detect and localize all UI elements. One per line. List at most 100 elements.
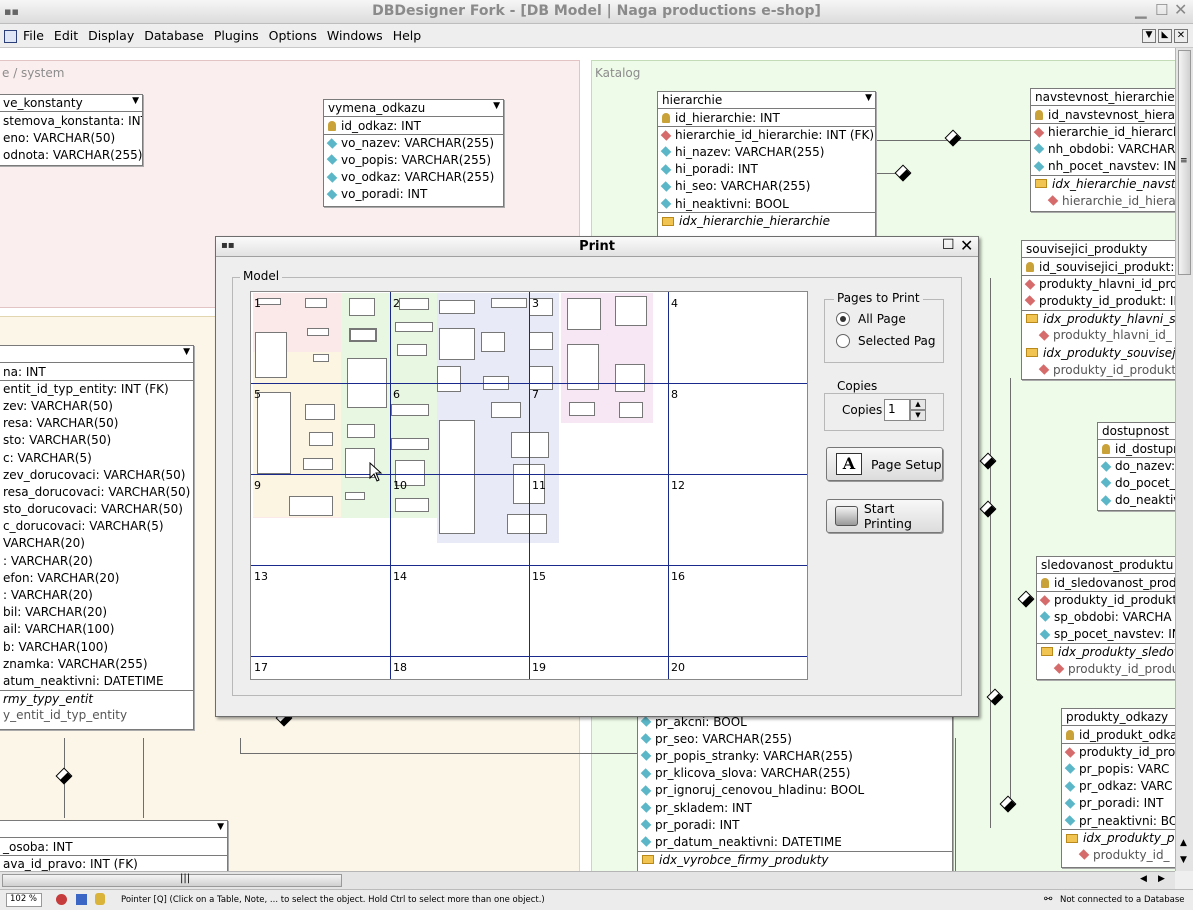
- scroll-left-icon[interactable]: ◀: [1140, 874, 1147, 884]
- close-icon[interactable]: ✕: [1174, 0, 1188, 19]
- dialog-menu-icon[interactable]: ▪▪: [221, 240, 235, 251]
- page-number[interactable]: 5: [254, 388, 261, 401]
- dialog-close-icon[interactable]: ✕: [960, 236, 974, 255]
- menu-windows[interactable]: Windows: [326, 28, 383, 43]
- table-produkty-odkazy[interactable]: produkty_odkazy id_produkt_odka produkty…: [1061, 708, 1175, 868]
- column-text: c_dorucovaci: VARCHAR(5): [3, 519, 164, 534]
- mdi-minimize-icon[interactable]: ▼: [1142, 29, 1156, 43]
- table-konstanty[interactable]: ve_konstanty▼ stemova_konstanta: INT eno…: [0, 94, 143, 166]
- page-number[interactable]: 11: [532, 479, 546, 492]
- zoom-field[interactable]: 102 %: [6, 893, 42, 907]
- window-menu-icon[interactable]: ▪▪: [4, 5, 19, 18]
- page-number[interactable]: 17: [254, 661, 268, 674]
- table-vymena-odkazu[interactable]: vymena_odkazu▼ id_odkaz: INT vo_nazev: V…: [323, 99, 504, 207]
- table-row: stemova_konstanta: INT: [0, 112, 142, 129]
- menu-help[interactable]: Help: [392, 28, 422, 43]
- table-souvisejici-produkty[interactable]: souvisejici_produkty id_souvisejici_prod…: [1021, 240, 1175, 380]
- table-row: bil: VARCHAR(20): [0, 604, 193, 621]
- column-text: do_neaktiv: [1115, 493, 1175, 508]
- app-icon: [4, 30, 17, 43]
- menu-display[interactable]: Display: [88, 28, 135, 43]
- all-page-label[interactable]: All Page: [858, 312, 906, 326]
- foreign-key-icon: [1038, 364, 1050, 376]
- page-number[interactable]: 13: [254, 570, 268, 583]
- index-icon: [1035, 179, 1047, 189]
- table-header: hierarchie▼: [658, 92, 875, 109]
- save-icon[interactable]: [76, 894, 87, 905]
- record-icon[interactable]: [56, 894, 67, 905]
- table-dostupnost[interactable]: dostupnost id_dostupn do_nazev: do_pocet…: [1097, 422, 1175, 511]
- model-group-label: Model: [240, 269, 283, 283]
- preview-table: [349, 298, 375, 316]
- mdi-close-icon[interactable]: ✕: [1174, 29, 1188, 43]
- selected-page-radio[interactable]: [836, 334, 850, 348]
- dropdown-arrow-icon[interactable]: ▼: [217, 822, 224, 832]
- copies-up-icon[interactable]: ▲: [910, 399, 926, 410]
- table-produkty[interactable]: pr_akcni: BOOL pr_seo: VARCHAR(255) pr_p…: [637, 712, 953, 871]
- scroll-right-icon[interactable]: ▶: [1158, 874, 1165, 884]
- page-number[interactable]: 15: [532, 570, 546, 583]
- dropdown-arrow-icon[interactable]: ▼: [865, 93, 872, 103]
- maximize-icon[interactable]: ☐: [1155, 1, 1169, 19]
- preview-table: [305, 404, 335, 420]
- page-number[interactable]: 10: [393, 479, 407, 492]
- dialog-maximize-icon[interactable]: ☐: [942, 237, 955, 253]
- dropdown-arrow-icon[interactable]: ▼: [493, 101, 500, 111]
- menu-file[interactable]: File: [23, 28, 44, 43]
- table-row: : VARCHAR(20): [0, 586, 193, 603]
- dropdown-arrow-icon[interactable]: ▼: [132, 96, 139, 106]
- page-number[interactable]: 3: [532, 297, 539, 310]
- mdi-restore-icon[interactable]: ◣: [1158, 29, 1172, 43]
- page-number[interactable]: 12: [671, 479, 685, 492]
- page-number[interactable]: 2: [393, 297, 400, 310]
- mouse-cursor-icon: [369, 462, 383, 482]
- minimize-icon[interactable]: ▁: [1135, 1, 1147, 19]
- scrollbar-thumb[interactable]: [2, 874, 342, 887]
- table-row: do_pocet_: [1098, 474, 1175, 491]
- table-sledovanost-produktu[interactable]: sledovanost_produktu id_sledovanost_prod…: [1036, 556, 1175, 680]
- column-text: atum_neaktivni: DATETIME: [3, 673, 164, 688]
- page-number[interactable]: 6: [393, 388, 400, 401]
- page-number[interactable]: 19: [532, 661, 546, 674]
- page-number[interactable]: 14: [393, 570, 407, 583]
- menu-plugins[interactable]: Plugins: [213, 28, 259, 43]
- dropdown-arrow-icon[interactable]: ▼: [183, 347, 190, 357]
- page-number[interactable]: 7: [532, 388, 539, 401]
- menu-options[interactable]: Options: [268, 28, 317, 43]
- table-hierarchie[interactable]: hierarchie▼ id_hierarchie: INT hierarchi…: [657, 91, 876, 237]
- index-icon: [662, 216, 674, 226]
- database-icon[interactable]: [95, 893, 105, 905]
- page-number[interactable]: 1: [254, 297, 261, 310]
- page-number[interactable]: 18: [393, 661, 407, 674]
- table-index-row: produkty_id_produkt: [1022, 361, 1175, 378]
- column-icon: [326, 189, 338, 200]
- page-number[interactable]: 16: [671, 570, 685, 583]
- model-canvas[interactable]: e / system Katalog ve_konstanty▼ stemova…: [0, 48, 1175, 871]
- table-entity[interactable]: ▼ na: INT entit_id_typ_entity: INT (FK) …: [0, 345, 194, 730]
- copies-down-icon[interactable]: ▼: [910, 410, 926, 421]
- page-setup-button[interactable]: A Page Setup: [826, 447, 943, 481]
- scrollbar-thumb[interactable]: [1178, 50, 1191, 275]
- all-page-radio[interactable]: [836, 312, 850, 326]
- table-osoba[interactable]: ▼ _osoba: INT ava_id_pravo: INT (FK): [0, 820, 228, 871]
- table-navstevnost-hierarchie[interactable]: navstevnost_hierarchie id_navstevnost_hi…: [1030, 88, 1175, 212]
- start-printing-button[interactable]: Start Printing: [826, 499, 943, 533]
- column-text: ava_id_pravo: INT (FK): [3, 857, 138, 871]
- copies-input[interactable]: 1: [884, 399, 910, 421]
- menu-database[interactable]: Database: [144, 28, 204, 43]
- table-index-row: idx_produkty_souvisejic: [1022, 344, 1175, 361]
- print-preview[interactable]: 1 2 3 4 5 6 7 8 9 10 11 12 13 14 15 16 1…: [250, 291, 808, 680]
- page-number[interactable]: 4: [671, 297, 678, 310]
- preview-table: [395, 498, 429, 512]
- scroll-down-icon[interactable]: ▼: [1180, 855, 1187, 865]
- page-number[interactable]: 9: [254, 479, 261, 492]
- column-text: _osoba: INT: [3, 839, 73, 854]
- menu-edit[interactable]: Edit: [53, 28, 79, 43]
- scroll-up-icon[interactable]: ▲: [1180, 838, 1187, 848]
- vertical-scrollbar[interactable]: ≡ ▲ ▼: [1175, 48, 1193, 871]
- column-text: sp_pocet_navstev: IN: [1054, 627, 1175, 642]
- horizontal-scrollbar[interactable]: ||| ◀ ▶: [0, 871, 1175, 889]
- page-number[interactable]: 20: [671, 661, 685, 674]
- page-number[interactable]: 8: [671, 388, 678, 401]
- selected-page-label[interactable]: Selected Pag: [858, 334, 936, 348]
